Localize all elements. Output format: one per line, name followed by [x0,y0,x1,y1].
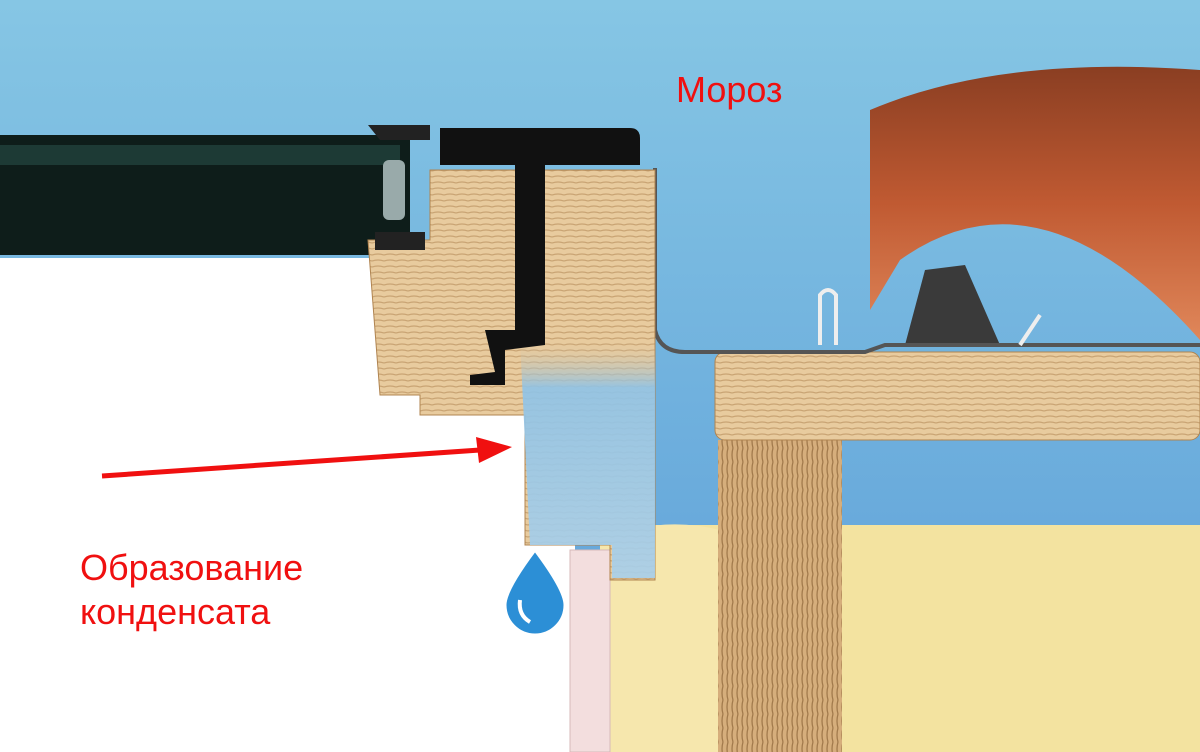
flashing-seams [818,288,1042,347]
glass-edge [0,145,400,165]
wet-wood-area [520,340,655,578]
arrow-head [476,437,512,463]
frame-clip [470,330,545,385]
sealing-foam [905,265,1000,345]
roof-batten [714,351,1200,441]
drop-highlight [517,599,532,624]
aluminium-profile [440,128,640,340]
glazing-bead [368,125,430,250]
frost-label: Мороз [676,69,783,110]
roof-tile [870,66,1200,341]
metal-flashing [653,168,1200,354]
condensation-label-line1: Образование [80,547,304,588]
condensation-label-line2: конденсата [80,591,271,632]
insulation-left [600,524,720,752]
rafter-post [718,440,842,752]
interior-panel [569,549,611,752]
arrow-line [101,447,481,479]
pane-spacer [383,160,405,220]
